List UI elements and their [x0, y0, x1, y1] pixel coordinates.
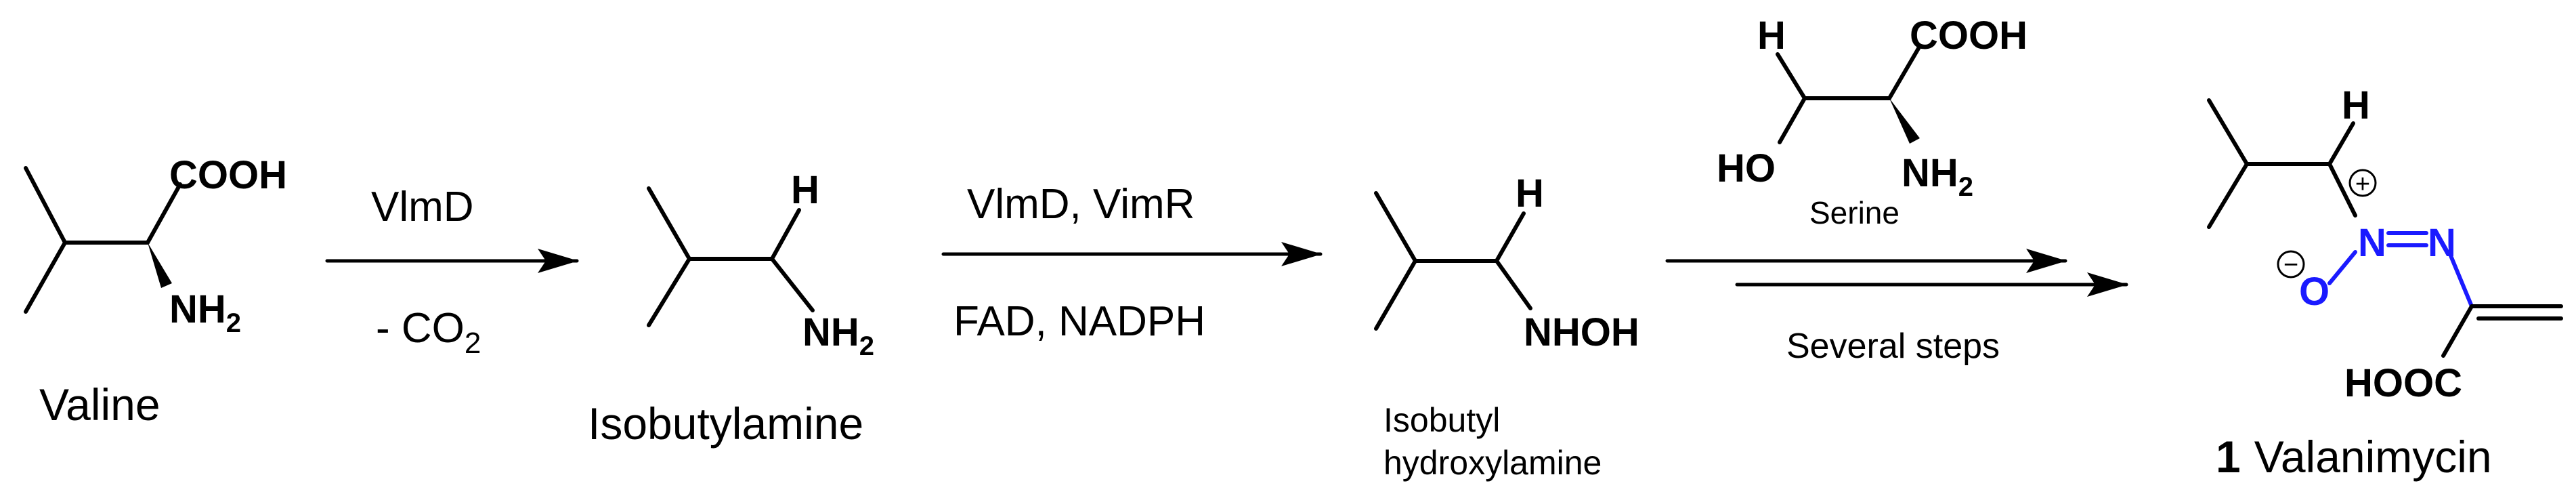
isobutylamine-structure: H NH2: [647, 168, 874, 361]
serine-bond-cooh: [1887, 44, 1922, 100]
valanimycin-n2-label: N: [2428, 221, 2456, 265]
valanimycin-minus-circle: [2277, 250, 2305, 278]
valanimycin-nc-bond: [2448, 252, 2474, 308]
valanimycin-bond-ch: [2327, 121, 2355, 166]
hydroxylamine-bond-cn: [1495, 259, 1532, 310]
valanimycin-hooc-label: HOOC: [2344, 361, 2462, 405]
isobutylamine-name: Isobutylamine: [588, 398, 863, 449]
hydroxylamine-name-line2: hydroxylamine: [1383, 444, 1602, 482]
serine-cooh-label: COOH: [1910, 14, 2027, 58]
valanimycin-number: 1: [2216, 432, 2241, 482]
isobutylamine-skeleton: [647, 186, 691, 327]
valine-structure: COOH NH2: [24, 153, 287, 338]
reaction-arrow-3: [1665, 249, 2128, 297]
step2-enzymes: VlmD, VimR: [967, 181, 1195, 228]
serine-bond-ch: [1776, 52, 1807, 100]
serine-structure: H COOH HO NH2: [1717, 14, 2027, 202]
step3-label: Several steps: [1786, 327, 2000, 366]
valanimycin-no-bond: [2327, 250, 2357, 285]
valine-name: Valine: [39, 379, 160, 430]
step1-enzyme: VlmD: [371, 184, 474, 230]
valanimycin-n1-label: N: [2358, 221, 2386, 265]
step2-cofactors: FAD, NADPH: [953, 298, 1205, 345]
serine-name: Serine: [1809, 195, 1899, 230]
valanimycin-cooh-bond: [2441, 304, 2474, 358]
isobutylamine-bond-ch: [770, 208, 801, 261]
hydroxylamine-name-line1: Isobutyl: [1383, 401, 1500, 439]
isobutylamine-h-label: H: [791, 168, 819, 212]
hydroxylamine-nhoh-label: NHOH: [1524, 310, 1639, 354]
isobutylamine-nh2-label: NH2: [802, 310, 874, 361]
valine-skeleton: [24, 166, 67, 314]
serine-wedge-bond: [1889, 98, 1920, 144]
valanimycin-name: 1 Valanimycin: [2216, 432, 2492, 482]
isobutylamine-bond-cn: [770, 257, 815, 312]
serine-bond-coh: [1778, 96, 1807, 144]
valanimycin-bond-cn: [2327, 162, 2357, 218]
isobutylhydroxylamine-structure: H NHOH: [1374, 171, 1639, 354]
valanimycin-minus-charge: −: [2283, 251, 2298, 279]
valanimycin-name-text: Valanimycin: [2254, 432, 2492, 482]
valanimycin-o-label: O: [2299, 270, 2330, 314]
hydroxylamine-bond-ch: [1495, 211, 1526, 263]
valine-nh2-label: NH2: [169, 287, 241, 338]
valanimycin-plus-charge: +: [2355, 170, 2370, 199]
valine-bond-cooh: [146, 182, 182, 245]
valanimycin-skeleton: [2207, 98, 2249, 229]
hydroxylamine-h-label: H: [1516, 171, 1544, 215]
valanimycin-structure: H + N N − O HOOC: [2207, 83, 2563, 405]
step1-byproduct: - CO2: [376, 305, 481, 360]
hydroxylamine-skeleton: [1374, 191, 1417, 331]
valanimycin-h-label: H: [2342, 83, 2370, 127]
serine-ho-label: HO: [1717, 146, 1776, 190]
serine-h-label: H: [1757, 14, 1786, 58]
valanimycin-plus-circle: [2348, 169, 2377, 197]
valine-wedge-bond: [148, 243, 172, 288]
serine-nh2-label: NH2: [1902, 151, 1973, 202]
valine-cooh-label: COOH: [169, 153, 287, 197]
